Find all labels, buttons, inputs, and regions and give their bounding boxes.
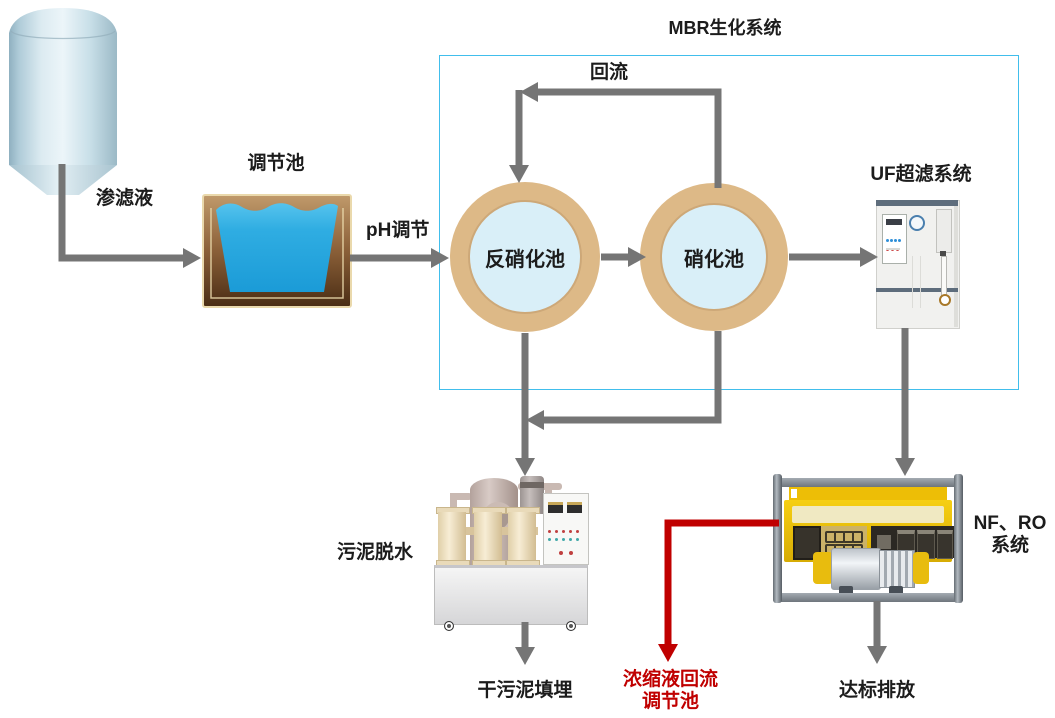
sludge-filter-cylinder [438, 512, 466, 562]
sludge-dewatering-label: 污泥脱水 [337, 542, 414, 563]
denitrification-pool: 反硝化池 [450, 182, 600, 332]
regulating-pool-label: 调节池 [247, 153, 305, 174]
denitrification-label: 反硝化池 [485, 248, 565, 271]
sludge-filter-cylinder [474, 512, 502, 562]
reflux-label: 回流 [589, 62, 628, 83]
uf-tube-ball [939, 294, 951, 306]
nfro-pump-motor [831, 548, 881, 590]
uf-mid-bar [876, 288, 958, 292]
nfro-top-strip [789, 487, 947, 500]
uf-control-panel [882, 214, 907, 264]
mbr-system-box [439, 55, 1019, 390]
regulating-pool-vessel [202, 194, 352, 309]
uf-tube-top [936, 209, 952, 253]
nfro-frame-post-left [773, 474, 782, 603]
nitrification-label: 硝化池 [684, 248, 744, 271]
nitrification-pool: 硝化池 [640, 183, 788, 331]
nfro-cream-band [792, 506, 944, 523]
uf-cabinet-side [954, 200, 958, 327]
dry-sludge-landfill-label: 干污泥填埋 [477, 680, 573, 701]
leachate-tank [6, 4, 120, 198]
nitrification-pool-inner: 硝化池 [660, 203, 768, 311]
leachate-label: 渗滤液 [96, 188, 154, 209]
uf-tube-connector [940, 251, 946, 256]
sludge-wheel [444, 621, 454, 631]
nf-ro-unit [773, 472, 963, 604]
sludge-dewatering-unit [432, 474, 592, 631]
sludge-base [434, 565, 588, 625]
nfro-pump-fins [879, 550, 915, 588]
sludge-wheel [566, 621, 576, 631]
discharge-label: 达标排放 [838, 680, 915, 701]
uf-system-label: UF超滤系统 [870, 164, 972, 185]
concentrate-reflux-label: 浓缩液回流 调节池 [622, 669, 718, 712]
nfro-frame-post-right [954, 474, 963, 603]
nfro-pump-yellow-end [813, 552, 833, 584]
uf-tube-stem [941, 256, 947, 296]
uf-ultrafiltration-unit [876, 198, 964, 329]
uf-top-bar [876, 200, 958, 206]
sludge-control-panel [543, 493, 589, 565]
regulating-pool-graphic [202, 194, 352, 308]
uf-gauge-icon [909, 215, 925, 231]
sludge-filter-cylinder [508, 512, 536, 562]
mbr-system-title: MBR生化系统 [668, 18, 782, 38]
leachate-tank-graphic [9, 8, 117, 195]
nfro-frame-rail-top [778, 478, 958, 487]
ph-adjust-label: pH调节 [366, 220, 430, 241]
arrow-concentrate-reflux [664, 519, 779, 644]
nfro-frame-rail-bottom [778, 593, 958, 602]
denitrification-pool-inner: 反硝化池 [468, 200, 582, 314]
nfro-pump-cap [913, 552, 929, 584]
nf-ro-label: NF、RO 系统 [973, 513, 1047, 556]
